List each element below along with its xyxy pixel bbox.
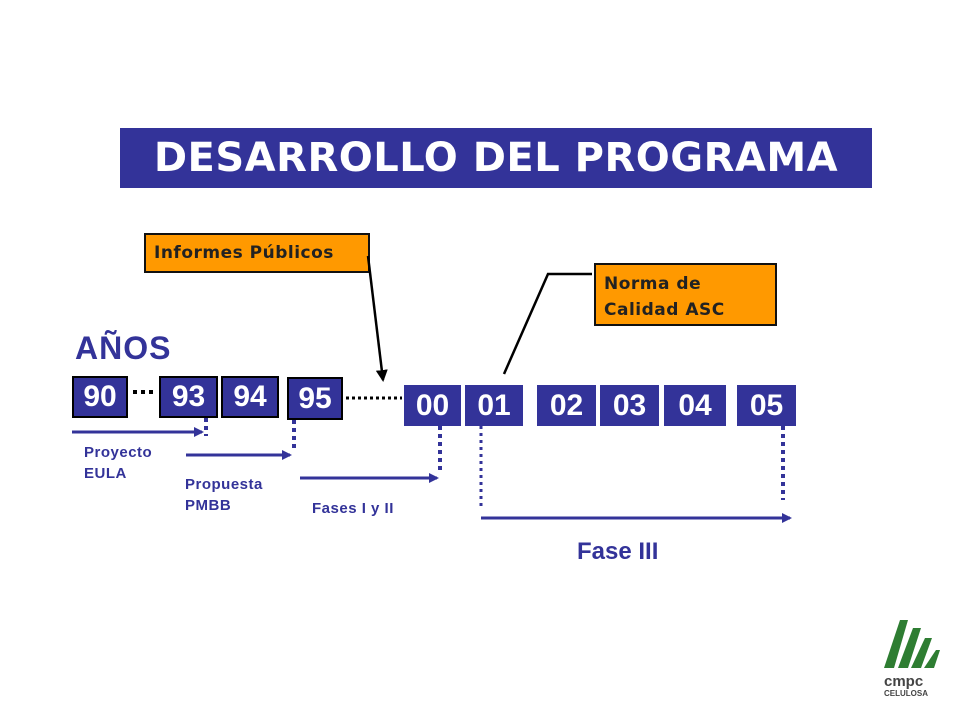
year-box-01: 01 — [465, 385, 523, 426]
pointer-norma — [502, 272, 592, 375]
years-heading: AÑOS — [75, 330, 172, 366]
logo-sub: CELULOSA — [884, 689, 928, 698]
callout-informes-publicos: Informes Públicos — [144, 233, 370, 273]
year-box-95: 95 — [287, 377, 343, 420]
title-banner: DESARROLLO DEL PROGRAMA — [120, 128, 872, 188]
year-box-02: 02 — [537, 385, 596, 426]
year-box-00: 00 — [404, 385, 461, 426]
callout-norma-line1: Norma de — [604, 274, 702, 294]
cmpc-logo-icon — [884, 620, 940, 668]
year-box-94: 94 — [221, 376, 279, 418]
phase-proyecto-line2: EULA — [84, 465, 127, 482]
year-box-04: 04 — [664, 385, 726, 426]
phase-label-proyecto-eula: Proyecto EULA — [84, 442, 152, 484]
phase-propuesta-line1: Propuesta — [185, 476, 263, 493]
pointer-informes — [366, 255, 388, 382]
callout-norma-calidad: Norma de Calidad ASC — [594, 263, 777, 326]
callout-informes-label: Informes Públicos — [154, 243, 334, 263]
logo-brand: cmpc — [884, 673, 923, 690]
phase-label-fase-iii: Fase III — [577, 538, 659, 565]
year-box-90: 90 — [72, 376, 128, 418]
year-box-05: 05 — [737, 385, 796, 426]
phase-label-fases-i-ii: Fases I y II — [312, 500, 394, 517]
page-title: DESARROLLO DEL PROGRAMA — [153, 135, 839, 181]
year-box-93: 93 — [159, 376, 218, 418]
phase-label-propuesta-pmbb: Propuesta PMBB — [185, 474, 263, 516]
callout-norma-line2: Calidad ASC — [604, 300, 725, 320]
year-box-03: 03 — [600, 385, 659, 426]
phase-propuesta-line2: PMBB — [185, 497, 232, 514]
phase-proyecto-line1: Proyecto — [84, 444, 153, 461]
